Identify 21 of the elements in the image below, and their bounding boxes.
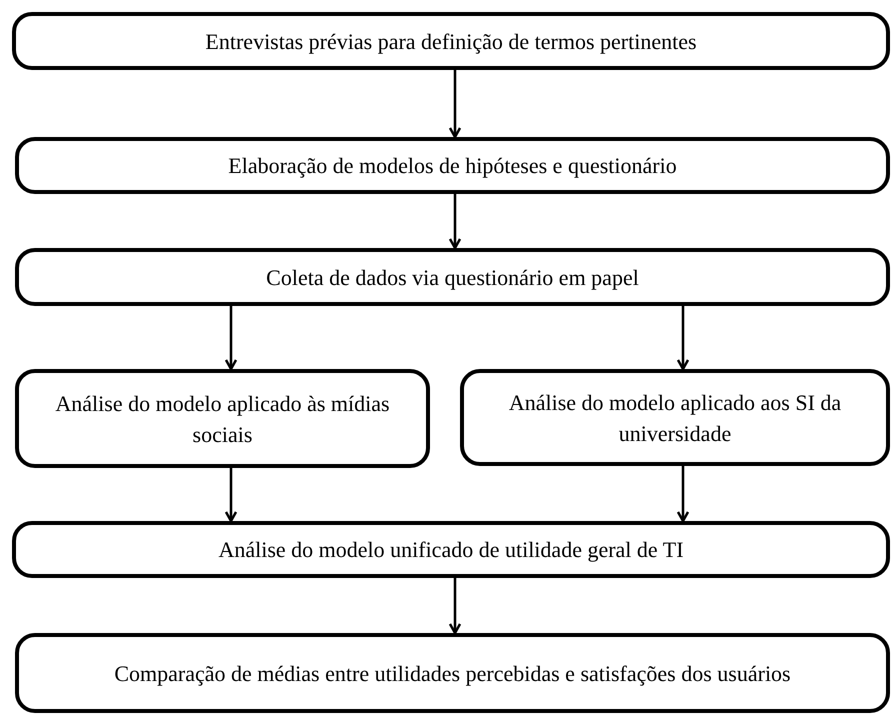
process-box bbox=[15, 137, 890, 194]
step-text: Análise do modelo unificado de utilidade geral de TI bbox=[218, 536, 684, 564]
arrow bbox=[224, 468, 238, 522]
step-text: Entrevistas prévias para definição de termos pertinentes bbox=[205, 28, 697, 56]
arrow bbox=[448, 194, 462, 250]
arrow bbox=[676, 306, 690, 370]
process-box bbox=[12, 12, 890, 70]
step-text: Elaboração de modelos de hipóteses e questionário bbox=[228, 152, 677, 180]
process-box bbox=[460, 369, 890, 466]
arrow bbox=[224, 306, 238, 370]
process-box bbox=[15, 369, 430, 468]
arrow bbox=[676, 466, 690, 522]
process-box bbox=[15, 633, 890, 713]
step-text: Comparação de médias entre utilidades percebidas e satisfações dos usuários bbox=[114, 660, 791, 688]
arrow bbox=[448, 70, 462, 138]
process-box bbox=[12, 521, 890, 578]
step-text: Coleta de dados via questionário em papel bbox=[266, 264, 639, 292]
process-box bbox=[15, 248, 890, 306]
arrow bbox=[448, 578, 462, 634]
step-text: Análise do modelo aplicado aos SI da universidade bbox=[508, 388, 842, 448]
step-text: Análise do modelo aplicado às mídias sociais bbox=[54, 390, 391, 448]
